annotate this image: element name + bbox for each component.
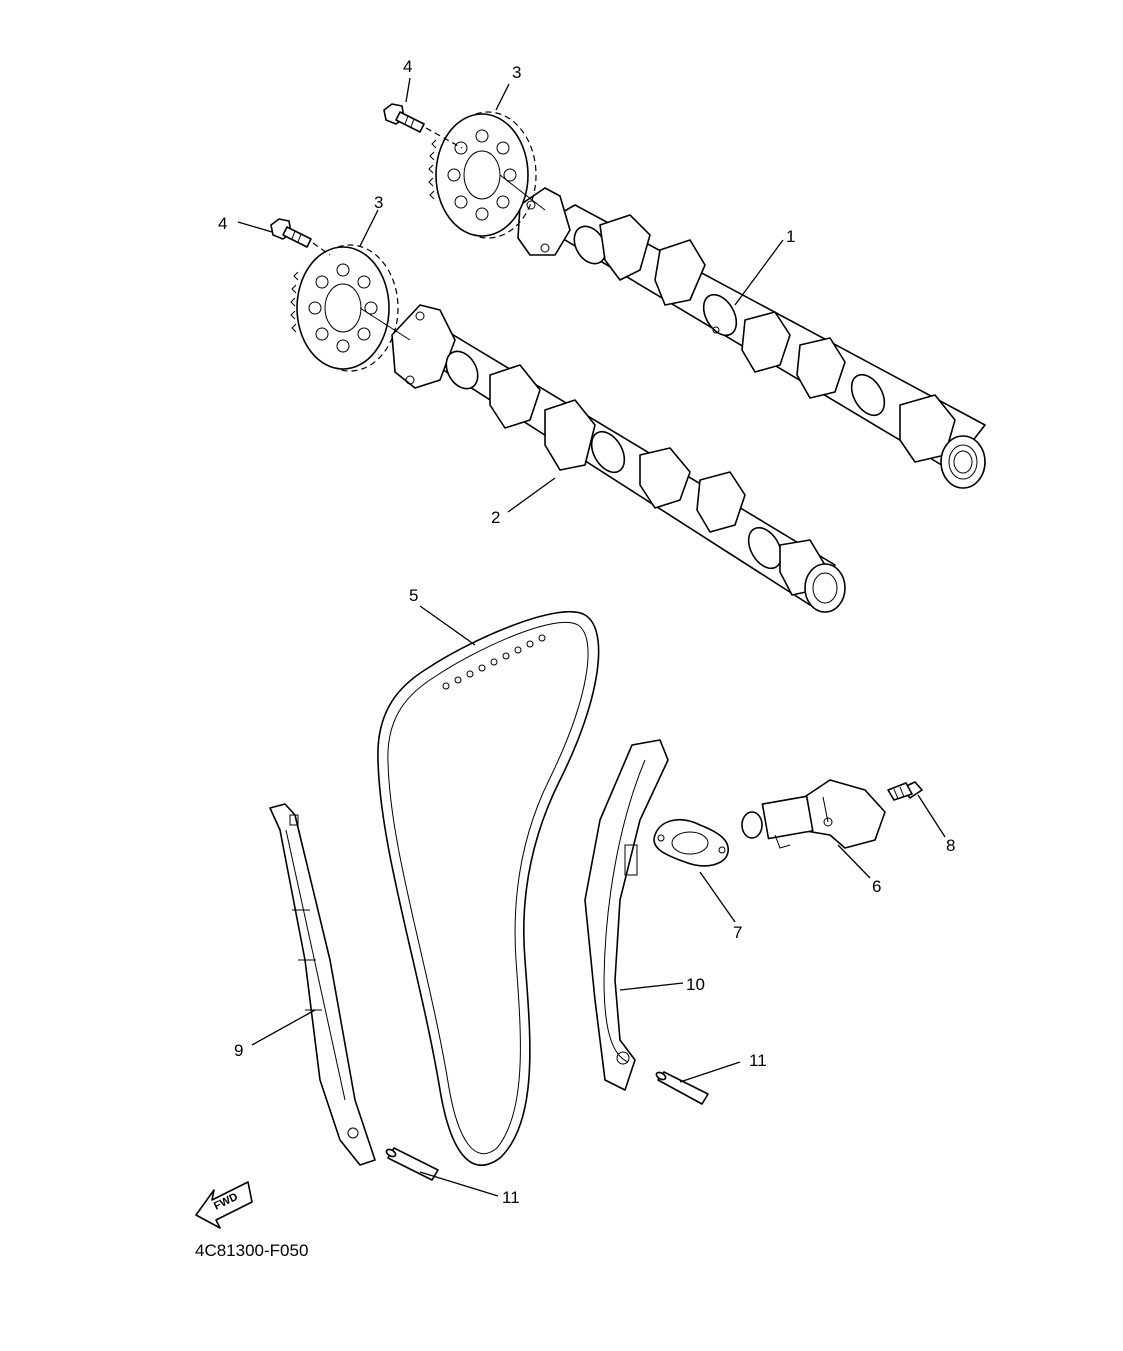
tensioner-6 [741, 779, 886, 849]
chain-guide-9 [269, 803, 376, 1166]
gasket-7 [653, 819, 729, 867]
callout-4-upper: 4 [403, 57, 412, 76]
callout-7: 7 [733, 923, 742, 942]
chain-guide-10 [584, 739, 669, 1091]
callout-4-lower: 4 [218, 214, 227, 233]
callout-5: 5 [409, 586, 418, 605]
callout-3-lower: 3 [374, 193, 383, 212]
dowel-pin-11-right [655, 1071, 709, 1105]
callout-11-right: 11 [749, 1051, 767, 1070]
forward-arrow-icon: FWD [195, 1181, 253, 1229]
callout-10: 10 [686, 975, 705, 994]
bolt-8 [887, 781, 923, 801]
callout-2: 2 [491, 508, 500, 527]
callout-6: 6 [872, 877, 881, 896]
bolt-4-upper [383, 103, 463, 149]
callout-11-bottom: 11 [502, 1188, 520, 1207]
callout-3-upper: 3 [512, 63, 521, 82]
sprocket-3-upper [428, 111, 546, 239]
callout-8: 8 [946, 836, 955, 855]
camshaft-1 [517, 187, 986, 489]
bolt-4-lower [270, 218, 331, 256]
leader-lines [237, 77, 946, 1197]
figure-code: 4C81300-F050 [195, 1241, 308, 1260]
timing-chain-5 [377, 610, 600, 1166]
camshaft-2 [391, 304, 846, 613]
callout-1: 1 [786, 227, 795, 246]
sprocket-3-lower [290, 244, 411, 372]
callout-9: 9 [234, 1041, 243, 1060]
dowel-pin-11-bottom [385, 1147, 439, 1181]
